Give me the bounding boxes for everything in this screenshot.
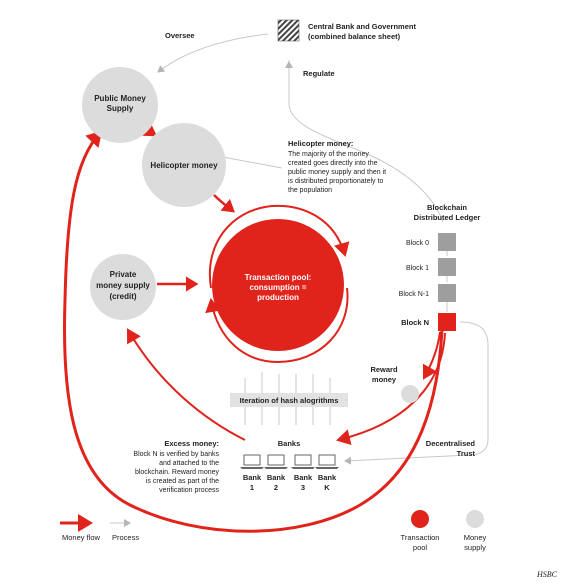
central-bank-subtitle: (combined balance sheet) <box>308 32 401 41</box>
blockn-to-banks-flow <box>336 332 446 445</box>
helicopter-note-line: The majority of the money <box>288 151 369 158</box>
legend-money-flow-label: Money flow <box>62 533 101 542</box>
trust-label-1: Decentralised <box>426 439 476 448</box>
banks-label: Banks <box>278 439 301 448</box>
legend-money-supply-label-1: Money <box>464 533 487 542</box>
bank-3-label-2: 3 <box>301 483 305 492</box>
excess-note-line: Block N is verified by banks <box>133 451 219 458</box>
legend-transaction-pool-label-1: Transaction <box>401 533 440 542</box>
legend-transaction-pool-label-2: pool <box>413 543 428 552</box>
blockn-to-reward-flow <box>422 331 441 380</box>
public-money-supply-node <box>82 67 158 143</box>
banks-to-private-flow <box>126 328 246 441</box>
source-credit: HSBC <box>537 570 557 579</box>
laptop-icon <box>315 454 339 469</box>
private-money-supply-label-3: (credit) <box>109 292 136 301</box>
public-money-supply-label-1: Public Money <box>94 94 146 103</box>
private-money-supply-label-1: Private <box>110 270 137 279</box>
helicopter-note-line: is distributed proportionately to <box>288 178 383 185</box>
oversee-line <box>157 33 269 73</box>
blockchain-title-1: Blockchain <box>427 203 467 212</box>
helicopter-to-pool-flow <box>213 194 235 213</box>
private-money-supply-label-2: money supply <box>96 281 150 290</box>
bank-1-label-2: 1 <box>250 483 254 492</box>
reward-money-label-2: money <box>372 375 397 384</box>
excess-note-line: and attached to the <box>159 460 219 467</box>
transaction-pool-label-2: consumption = <box>249 283 306 292</box>
legend-money-supply-swatch <box>466 510 484 528</box>
bank-3: Bank 3 <box>291 454 315 492</box>
block-n-1 <box>438 284 456 302</box>
excess-note-title: Excess money: <box>164 439 219 448</box>
central-bank-icon <box>277 19 300 42</box>
transaction-pool-label-3: production <box>257 293 299 302</box>
legend-process-label: Process <box>112 533 139 542</box>
regulate-line <box>288 60 444 223</box>
helicopter-money-node <box>142 123 226 207</box>
transaction-pool-label-1: Transaction pool: <box>245 273 312 282</box>
bank-1-label-1: Bank <box>243 473 262 482</box>
public-money-supply-label-2: Supply <box>107 104 134 113</box>
blockchain-ledger: Blockchain Distributed Ledger Block 0 Bl… <box>399 203 481 331</box>
central-bank-title: Central Bank and Government <box>308 22 416 31</box>
legend-transaction-pool-swatch <box>411 510 429 528</box>
laptop-icon <box>291 454 315 469</box>
helicopter-note-line: created goes directly into the <box>288 160 378 167</box>
laptop-icon <box>264 454 288 469</box>
block-0 <box>438 233 456 251</box>
bank-k: Bank K <box>315 454 339 492</box>
helicopter-note-line: the population <box>288 187 332 194</box>
private-money-supply-node <box>90 254 156 320</box>
block-n-1-label: Block N-1 <box>399 291 429 298</box>
bank-2-label-2: 2 <box>274 483 278 492</box>
legend-money-supply-label-2: supply <box>464 543 486 552</box>
bank-group: Bank 1 Bank 2 Bank 3 Bank K <box>240 454 339 492</box>
outer-loop-flow <box>62 130 444 533</box>
bank-2-label-1: Bank <box>267 473 286 482</box>
excess-note-line: is created as part of the <box>146 478 219 485</box>
excess-note-line: verification process <box>159 487 219 494</box>
blockchain-title-2: Distributed Ledger <box>414 213 481 222</box>
block-0-label: Block 0 <box>406 240 429 247</box>
helicopter-money-label: Helicopter money <box>150 161 218 170</box>
excess-note-line: blockchain. Reward money <box>135 469 220 476</box>
hash-iteration-box <box>230 393 348 407</box>
regulate-label: Regulate <box>303 69 335 78</box>
reward-money-label-1: Reward <box>370 365 398 374</box>
bank-k-label-1: Bank <box>318 473 337 482</box>
block-1 <box>438 258 456 276</box>
block-n-label: Block N <box>401 318 429 327</box>
trust-label-2: Trust <box>457 449 476 458</box>
pool-ring-top <box>208 204 350 289</box>
helicopter-note-title: Helicopter money: <box>288 139 353 148</box>
block-n <box>438 313 456 331</box>
bank-2: Bank 2 <box>264 454 288 492</box>
reward-money-node <box>401 385 419 403</box>
excess-note: Excess money: Block N is verified by ban… <box>133 439 219 494</box>
bank-3-label-1: Bank <box>294 473 313 482</box>
transaction-pool-node <box>212 219 344 351</box>
helicopter-note: Helicopter money: The majority of the mo… <box>288 139 386 194</box>
laptop-icon <box>240 454 264 469</box>
money-flows <box>62 123 446 533</box>
bank-k-label-2: K <box>324 483 330 492</box>
helicopter-note-line: public money supply and then it <box>288 169 386 176</box>
block-1-label: Block 1 <box>406 265 429 272</box>
trust-line <box>344 321 489 465</box>
hash-iteration-label: Iteration of hash alogrithms <box>240 396 339 405</box>
pool-ring-bottom <box>205 287 349 364</box>
bank-1: Bank 1 <box>240 454 264 492</box>
legend: Money flow Process Transaction pool Mone… <box>60 510 487 552</box>
oversee-label: Oversee <box>165 31 195 40</box>
